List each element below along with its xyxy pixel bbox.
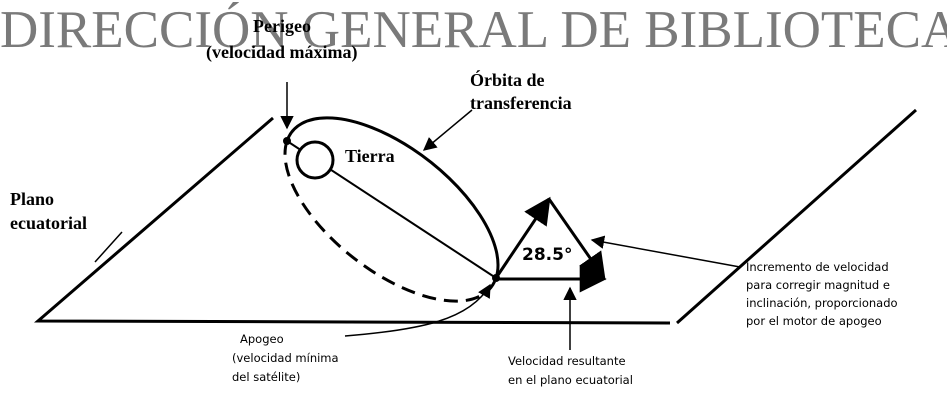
angle-label: 28.5°: [522, 245, 573, 265]
incremento-label-line4: por el motor de apogeo: [746, 314, 882, 328]
incremento-pointer: [590, 235, 741, 268]
incremento-label-line1: Incremento de velocidad: [746, 260, 889, 274]
plano-label-line2: ecuatorial: [10, 213, 87, 233]
perigeo-title: Perigeo: [253, 16, 311, 36]
apogeo-label-line1: Apogeo: [240, 332, 284, 346]
velocity-triangle: [494, 196, 607, 293]
transfer-orbit-dashed-arc: [283, 140, 498, 303]
incremento-label-line2: para corregir magnitud e: [746, 278, 890, 292]
transfer-orbit: [283, 116, 500, 303]
plano-pointer: [94, 231, 123, 263]
plano-label-line1: Plano: [10, 189, 55, 209]
incremento-label-line3: inclinación, proporcionado: [746, 296, 898, 310]
earth-circle: [295, 140, 335, 180]
orbita-pointer: [422, 109, 473, 151]
perigee-point: [283, 137, 291, 145]
apogeo-label-line2: (velocidad mínima: [232, 351, 339, 365]
orbita-label-line1: Órbita de: [470, 70, 545, 90]
equatorial-plane: [33, 108, 917, 325]
transfer-orbit-solid-arc: [285, 116, 500, 279]
resultante-label-line1: Velocidad resultante: [508, 354, 626, 368]
apogeo-pointer: [344, 283, 491, 337]
perigeo-subtitle: (velocidad máxima): [206, 42, 358, 62]
resultante-label-line2: en el plano ecuatorial: [508, 373, 633, 387]
apogeo-label-line3: del satélite): [232, 370, 301, 384]
tierra-label: Tierra: [345, 146, 395, 166]
orbita-label-line2: transferencia: [470, 93, 572, 113]
leader-lines: [94, 82, 741, 350]
watermark-text: DIRECCIÓN GENERAL DE BIBLIOTECAS: [0, 2, 947, 58]
